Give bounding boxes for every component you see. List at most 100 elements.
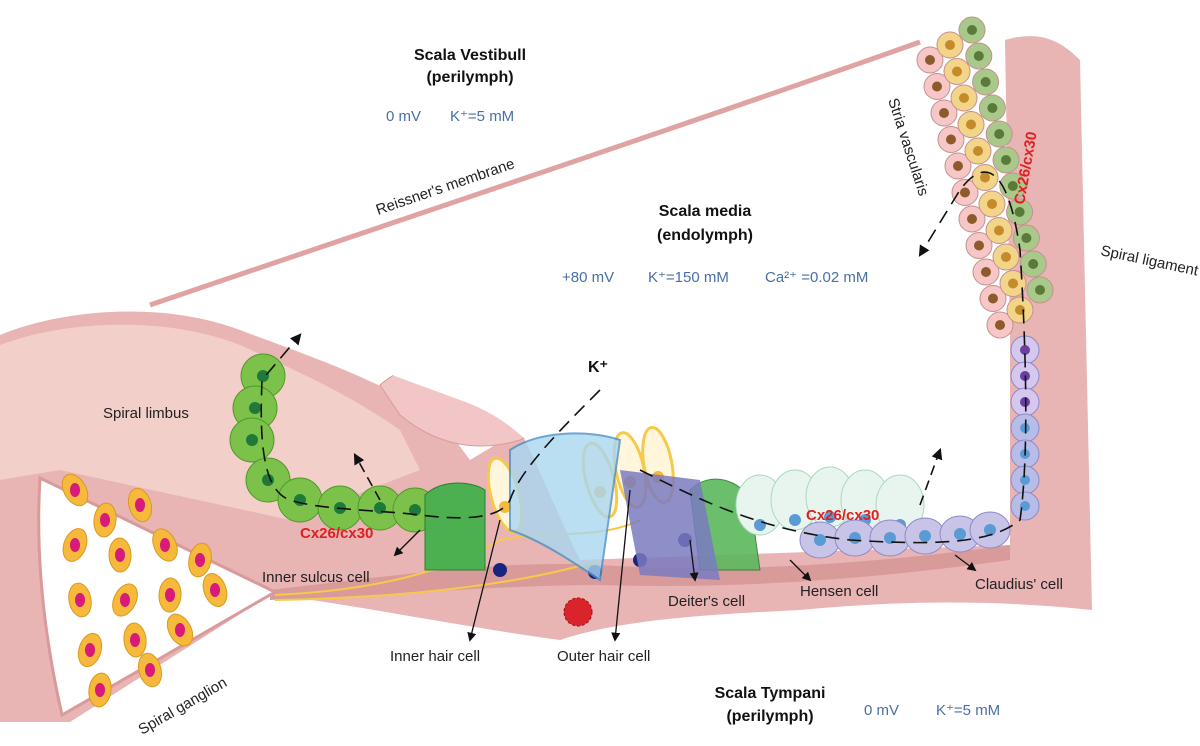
cell-nucleus bbox=[249, 402, 261, 414]
scala-media-calcium: Ca²⁺ =0.02 mM bbox=[765, 269, 868, 286]
pointer-deiters bbox=[689, 539, 699, 582]
cell-nucleus bbox=[409, 504, 421, 516]
cell-nucleus bbox=[919, 530, 931, 542]
deiters-cell-label: Deiter's cell bbox=[668, 593, 745, 610]
cell-nucleus bbox=[262, 474, 274, 486]
cell-nucleus bbox=[939, 108, 949, 118]
connexin-label-outer: Cx26/cx30 bbox=[806, 507, 879, 524]
potassium-ion-label: K⁺ bbox=[588, 359, 608, 376]
neuron-nucleus bbox=[175, 623, 185, 637]
cell-nucleus bbox=[987, 103, 998, 113]
outer-hair-cell-label: Outer hair cell bbox=[557, 648, 650, 665]
claudius-cell-label: Claudius' cell bbox=[975, 576, 1063, 593]
cell-nucleus bbox=[954, 528, 966, 540]
cell-nucleus bbox=[932, 81, 942, 92]
scala-vestibuli-subtitle: (perilymph) bbox=[426, 69, 513, 86]
spiral-limbus-inner bbox=[0, 324, 420, 520]
hair-cell-nucleus bbox=[499, 501, 511, 513]
spiral-ligament-label: Spiral ligament bbox=[1099, 242, 1200, 279]
neuron-nucleus bbox=[120, 593, 130, 607]
cell-nucleus bbox=[946, 134, 956, 145]
cell-nucleus bbox=[945, 40, 955, 50]
neuron-nucleus bbox=[85, 643, 95, 657]
cell-nucleus bbox=[754, 519, 766, 531]
connexin-label-inner: Cx26/cx30 bbox=[300, 525, 373, 542]
scala-media-potassium: K⁺=150 mM bbox=[648, 269, 729, 286]
cell-nucleus bbox=[1028, 259, 1039, 269]
scala-tympani-subtitle: (perilymph) bbox=[726, 708, 813, 725]
neuron-nucleus bbox=[135, 498, 145, 512]
cell-nucleus bbox=[974, 240, 984, 251]
scala-media-title: Scala media bbox=[659, 203, 752, 220]
pointer-claudius bbox=[954, 554, 977, 572]
neuron-nucleus bbox=[165, 588, 175, 602]
cell-nucleus bbox=[973, 146, 983, 156]
cell-nucleus bbox=[966, 119, 976, 130]
neuron-nucleus bbox=[130, 633, 140, 647]
scala-vestibuli-potassium: K⁺=5 mM bbox=[450, 108, 514, 125]
neuron-nucleus bbox=[75, 593, 85, 607]
neuron-nucleus bbox=[70, 483, 80, 497]
efflux-arrow bbox=[919, 447, 943, 506]
scala-tympani-title: Scala Tympani bbox=[715, 685, 826, 702]
neuron-nucleus bbox=[100, 513, 110, 527]
inner-sulcus-cell-label: Inner sulcus cell bbox=[262, 569, 370, 586]
neuron-nucleus bbox=[145, 663, 155, 677]
cell-nucleus bbox=[952, 66, 962, 77]
inner-phalangeal-cell bbox=[424, 482, 486, 571]
cell-nucleus bbox=[824, 511, 836, 523]
scala-media-white bbox=[270, 55, 1000, 540]
cell-nucleus bbox=[1007, 181, 1018, 191]
efflux-arrow bbox=[353, 453, 381, 501]
potassium-recycling-path bbox=[260, 333, 601, 519]
cell-nucleus bbox=[925, 55, 935, 65]
cell-nucleus bbox=[995, 320, 1005, 330]
pointer-inner-hair-cell bbox=[467, 519, 501, 642]
cell-nucleus bbox=[1008, 278, 1018, 289]
reissners-membrane-line bbox=[149, 39, 921, 308]
deiters-cells bbox=[620, 470, 720, 580]
cell-nucleus bbox=[1020, 475, 1030, 485]
scala-tympani-potassium: K⁺=5 mM bbox=[936, 702, 1000, 719]
cell-nucleus bbox=[814, 534, 826, 546]
pointer-outer-hair-cell bbox=[611, 489, 631, 642]
pointer-hensen bbox=[789, 559, 812, 582]
scala-vestibuli-potential: 0 mV bbox=[386, 108, 421, 125]
pointer-inner-sulcus bbox=[393, 529, 421, 557]
pillar-cells bbox=[509, 432, 622, 582]
blood-vessel bbox=[563, 597, 593, 627]
cell-nucleus bbox=[1001, 252, 1011, 262]
cell-nucleus bbox=[980, 172, 990, 183]
neuron-nucleus bbox=[210, 583, 220, 597]
neuron-nucleus bbox=[95, 683, 105, 697]
cell-nucleus bbox=[984, 524, 996, 536]
cell-nucleus bbox=[1035, 285, 1045, 295]
cell-nucleus bbox=[959, 93, 969, 103]
cell-nucleus bbox=[1020, 501, 1030, 511]
cell-nucleus bbox=[1014, 207, 1025, 217]
cell-nucleus bbox=[980, 77, 991, 87]
neuron-nucleus bbox=[195, 553, 205, 567]
cell-nucleus bbox=[1021, 233, 1032, 243]
cell-nucleus bbox=[953, 161, 963, 171]
cell-nucleus bbox=[884, 532, 896, 544]
cell-nucleus bbox=[246, 434, 258, 446]
hensen-cell-label: Hensen cell bbox=[800, 583, 878, 600]
potassium-recycling-path-right bbox=[639, 171, 1027, 544]
neuron-nucleus bbox=[70, 538, 80, 552]
cell-nucleus bbox=[1001, 155, 1011, 165]
spiral-limbus-tissue bbox=[0, 36, 1092, 722]
cell-nucleus bbox=[981, 267, 991, 277]
neuron-nucleus bbox=[115, 548, 125, 562]
cell-nucleus bbox=[849, 532, 861, 544]
neuron-nucleus bbox=[160, 538, 170, 552]
scala-vestibuli-title: Scala Vestibull bbox=[414, 47, 526, 64]
cell-nucleus bbox=[1020, 345, 1030, 355]
supporting-cell-nucleus bbox=[493, 563, 507, 577]
scala-tympani-potential: 0 mV bbox=[864, 702, 899, 719]
cell-nucleus bbox=[960, 187, 970, 198]
cell-nucleus bbox=[994, 129, 1005, 139]
scala-media-subtitle: (endolymph) bbox=[657, 227, 753, 244]
